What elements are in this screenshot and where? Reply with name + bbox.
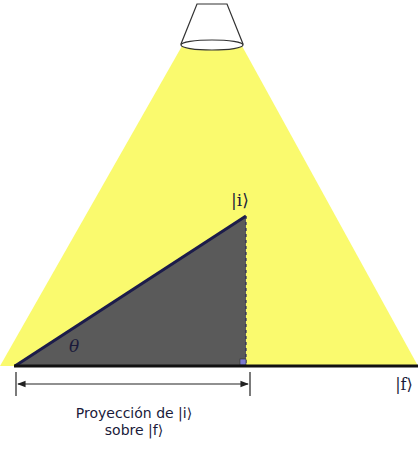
angle-label: θ <box>69 336 79 356</box>
lamp-opening <box>181 40 243 50</box>
bracket-tick <box>15 372 16 396</box>
projection-caption: Proyección de |i⟩ sobre |f⟩ <box>59 405 209 440</box>
vector-label: |i⟩ <box>231 190 249 210</box>
shadow-triangle <box>15 216 246 366</box>
vector-i <box>15 216 246 366</box>
right-angle-mark <box>240 359 246 365</box>
lamp-shade <box>181 4 243 44</box>
axis-f <box>14 365 418 368</box>
axis-label: |f⟩ <box>395 375 413 394</box>
light-cone <box>0 46 418 366</box>
bracket-tick <box>249 372 250 396</box>
bracket-arrow <box>18 383 248 384</box>
dashed-projection <box>245 216 246 366</box>
